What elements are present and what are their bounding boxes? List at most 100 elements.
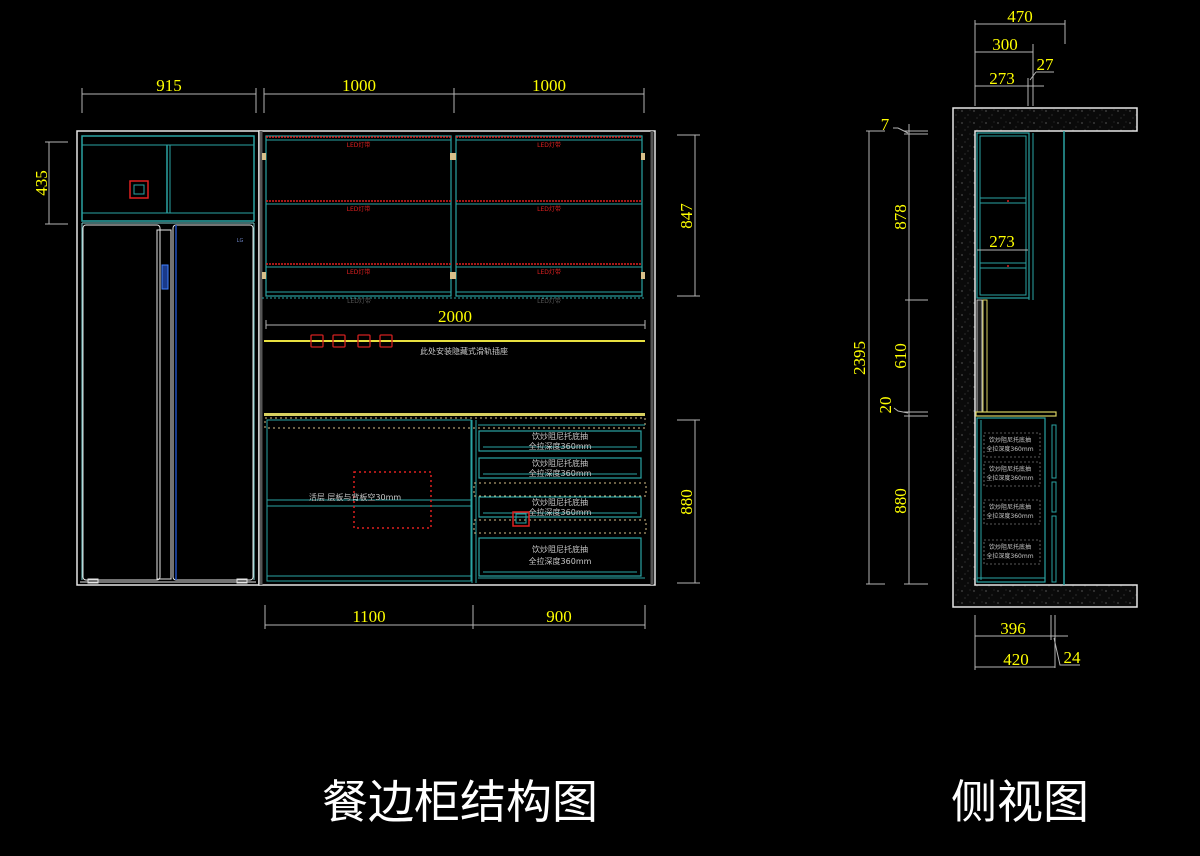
hinge-icon xyxy=(262,153,266,160)
glass-cabinet-door xyxy=(265,135,452,297)
dim-text-lower-depth: 420 xyxy=(1003,650,1029,669)
dim-lower-inner xyxy=(974,615,1080,670)
dim-text-upper-height: 847 xyxy=(677,203,696,229)
countertop xyxy=(264,413,645,416)
dim-text-side-upper-height: 878 xyxy=(891,204,910,230)
dim-side-segments xyxy=(893,124,928,585)
fridge-enclosure xyxy=(76,130,260,586)
dim-text-lower-height: 880 xyxy=(677,489,696,515)
dim-text-total-width: 2000 xyxy=(438,307,472,326)
dim-upper-inner xyxy=(975,71,1054,106)
drawer-note: 饮炒阻尼托底抽 xyxy=(532,431,588,441)
side-drawer-box xyxy=(983,461,1041,487)
side-drawer-note: 饮炒阻尼托底抽 xyxy=(989,436,1031,444)
drawer-front xyxy=(478,430,642,452)
drawer-note: 饮炒阻尼托底抽 xyxy=(532,458,588,468)
side-view-title: 侧视图 xyxy=(951,775,1089,829)
dim-text-side-total-height: 2395 xyxy=(850,341,869,375)
refrigerator: LG xyxy=(80,222,256,584)
socket-note: 此处安装隐藏式滑轨插座 xyxy=(420,346,508,356)
side-upper-cabinet xyxy=(976,132,1034,300)
drawer-dashed-handle xyxy=(473,519,647,534)
side-view: 470 300 273 27 273 xyxy=(850,7,1138,829)
dim-fridge-width xyxy=(81,88,257,113)
led-label: LED灯带 xyxy=(347,268,371,276)
led-label: LED灯带 xyxy=(537,205,561,213)
power-socket-icon xyxy=(310,334,324,348)
dim-text-upper-panel: 27 xyxy=(1037,55,1055,74)
fridge-top-cabinet xyxy=(81,135,255,222)
hinge-icon xyxy=(452,153,456,160)
glass-cabinet-door xyxy=(455,135,643,297)
drawer-note: 饮炒阻尼托底抽 xyxy=(532,544,588,554)
shelf-note: 活层 层板与背板空30mm xyxy=(309,492,402,502)
side-drawer-box xyxy=(983,499,1041,525)
dim-total-width xyxy=(265,320,646,329)
dim-text-lower-left-width: 1100 xyxy=(352,607,385,626)
led-label: LED灯带 xyxy=(537,141,561,149)
dim-lower-height xyxy=(677,419,700,584)
drawer-front xyxy=(478,537,642,577)
power-socket-icon xyxy=(332,334,346,348)
dim-text-fridge-top-height: 435 xyxy=(32,170,51,196)
dim-text-fridge-width: 915 xyxy=(156,76,182,95)
side-lower-cabinet xyxy=(976,417,1057,583)
hinge-icon xyxy=(262,272,266,279)
side-drawer-box xyxy=(983,539,1041,565)
drawer-note: 全拉深度360mm xyxy=(529,468,592,478)
power-socket-icon xyxy=(357,334,371,348)
led-label-faded: LED灯带 xyxy=(537,297,561,305)
drawer-front xyxy=(478,457,642,479)
led-label: LED灯带 xyxy=(347,141,371,149)
led-label-faded: LED灯带 xyxy=(347,297,371,305)
side-drawer-note: 全拉深度360mm xyxy=(986,445,1033,453)
hinge-icon xyxy=(641,272,645,279)
lower-left-cabinet: 活层 层板与背板空30mm xyxy=(266,419,472,582)
counter-dashed-outline xyxy=(264,417,646,429)
dim-text-upper-inner-mid: 273 xyxy=(989,232,1015,251)
appliance-dashed-box xyxy=(353,471,432,529)
drawer-front xyxy=(478,496,642,518)
side-countertop xyxy=(975,411,1057,417)
side-drawer-note: 饮炒阻尼托底抽 xyxy=(989,503,1031,511)
wall-section xyxy=(952,107,1138,608)
hinge-icon xyxy=(452,272,456,279)
fridge-top-socket-icon xyxy=(129,180,149,199)
dim-text-left-cabinet-width: 1000 xyxy=(342,76,376,95)
dim-text-lower-right-width: 900 xyxy=(546,607,572,626)
dim-text-counter-thickness: 20 xyxy=(876,397,895,414)
dim-total-depth xyxy=(974,20,1066,106)
main-cabinet-outline xyxy=(258,130,656,586)
side-drawer-notes: 饮炒阻尼托底抽全拉深度360mm饮炒阻尼托底抽全拉深度360mm饮炒阻尼托底抽全… xyxy=(983,432,1041,565)
front-view-title: 餐边柜结构图 xyxy=(322,775,598,829)
led-label: LED灯带 xyxy=(537,268,561,276)
front-view: 915 1000 1000 435 xyxy=(32,76,700,829)
drawer-note: 全拉深度360mm xyxy=(529,441,592,451)
dim-lower-right-width xyxy=(473,605,646,629)
side-drawer-note: 饮炒阻尼托底抽 xyxy=(989,465,1031,473)
dim-text-lower-panel: 24 xyxy=(1064,648,1082,667)
dim-text-upper-inner: 273 xyxy=(989,69,1015,88)
side-drawer-note: 饮炒阻尼托底抽 xyxy=(989,543,1031,551)
fridge-display-panel xyxy=(161,264,169,290)
hinge-icon xyxy=(641,153,645,160)
dim-text-top-gap: 7 xyxy=(881,115,890,134)
dim-text-middle-height: 610 xyxy=(891,343,910,369)
led-label: LED灯带 xyxy=(347,205,371,213)
fridge-brand-logo: LG xyxy=(237,238,244,244)
side-drawer-note: 全拉深度360mm xyxy=(986,512,1033,520)
drawer-note: 全拉深度360mm xyxy=(529,507,592,517)
dim-fridge-top-height xyxy=(45,141,68,225)
upper-cabinets: LED灯带 LED灯带 LED灯带 LED灯带 LED灯带 LED灯带 xyxy=(262,135,646,299)
drawer-note: 饮炒阻尼托底抽 xyxy=(532,497,588,507)
side-drawer-box xyxy=(983,432,1041,458)
drawer-dashed-handle xyxy=(473,482,647,497)
dim-left-cabinet-width xyxy=(263,88,455,113)
drawer-socket-icon xyxy=(512,511,530,527)
dim-text-upper-depth: 300 xyxy=(992,35,1018,54)
side-drawer-note: 全拉深度360mm xyxy=(986,552,1033,560)
side-drawer-note: 全拉深度360mm xyxy=(986,474,1033,482)
dim-text-total-depth: 470 xyxy=(1007,7,1033,26)
socket-group xyxy=(310,334,393,348)
